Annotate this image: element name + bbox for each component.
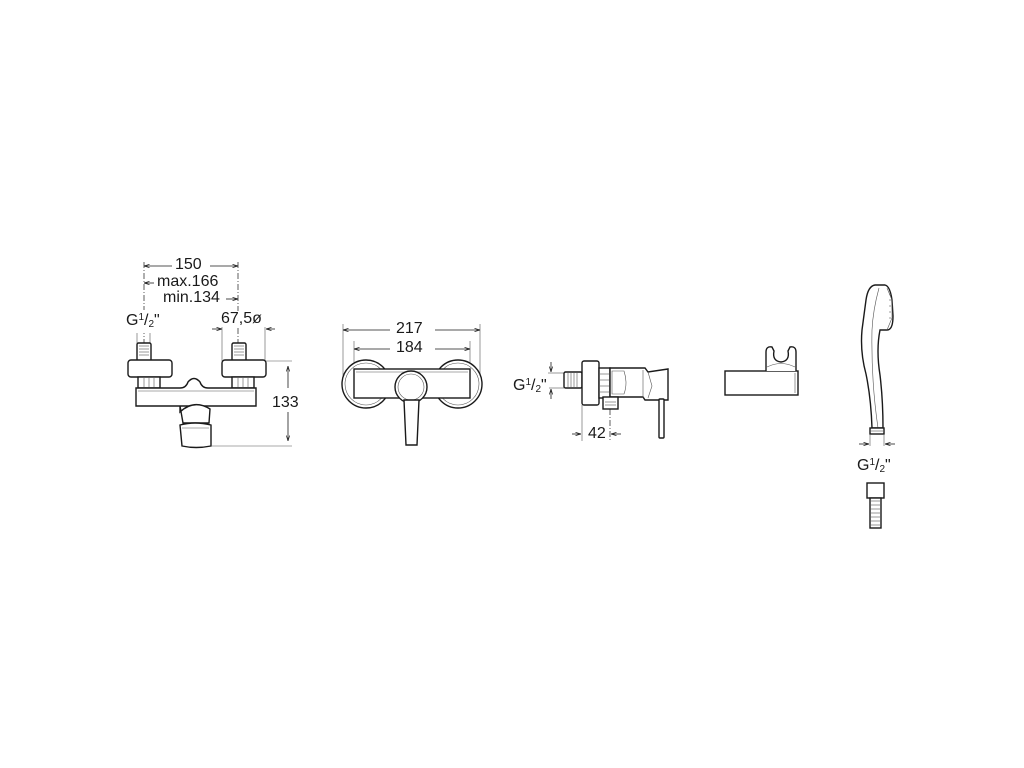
dimension-max-centers-label: max.166	[155, 273, 221, 290]
inlet-thread-label: G1/2"	[124, 310, 162, 333]
dimension-projection-label: 42	[586, 425, 608, 442]
thread-numerator: 1	[869, 457, 876, 468]
dimension-inner-width-label: 184	[394, 339, 425, 356]
thread-numerator: 1	[525, 377, 532, 388]
side-inlet-thread-label: G1/2"	[511, 375, 549, 398]
hand-shower-thread-label: G1/2"	[855, 455, 893, 478]
thread-numerator: 1	[138, 312, 145, 323]
thread-prefix: G	[126, 312, 139, 329]
thread-denominator: 2	[879, 464, 886, 475]
wall-bracket-view	[724, 346, 799, 396]
thread-prefix: G	[857, 457, 870, 474]
dimension-overall-width-label: 217	[394, 320, 425, 337]
thread-denominator: 2	[535, 384, 542, 395]
thread-denominator: 2	[148, 319, 155, 330]
dimension-centers-label: 150	[173, 256, 204, 273]
mixer-top-view	[341, 324, 483, 446]
wall-mixer-front-view	[127, 262, 292, 449]
dimension-escutcheon-diameter-label: 67,5ø	[219, 310, 264, 327]
dimension-height-label: 133	[270, 394, 301, 411]
thread-suffix: "	[154, 312, 160, 329]
thread-suffix: "	[541, 377, 547, 394]
mixer-side-view	[548, 360, 669, 441]
hand-shower-view	[859, 284, 895, 529]
dimension-min-centers-label: min.134	[161, 289, 222, 306]
thread-prefix: G	[513, 377, 526, 394]
thread-suffix: "	[885, 457, 891, 474]
